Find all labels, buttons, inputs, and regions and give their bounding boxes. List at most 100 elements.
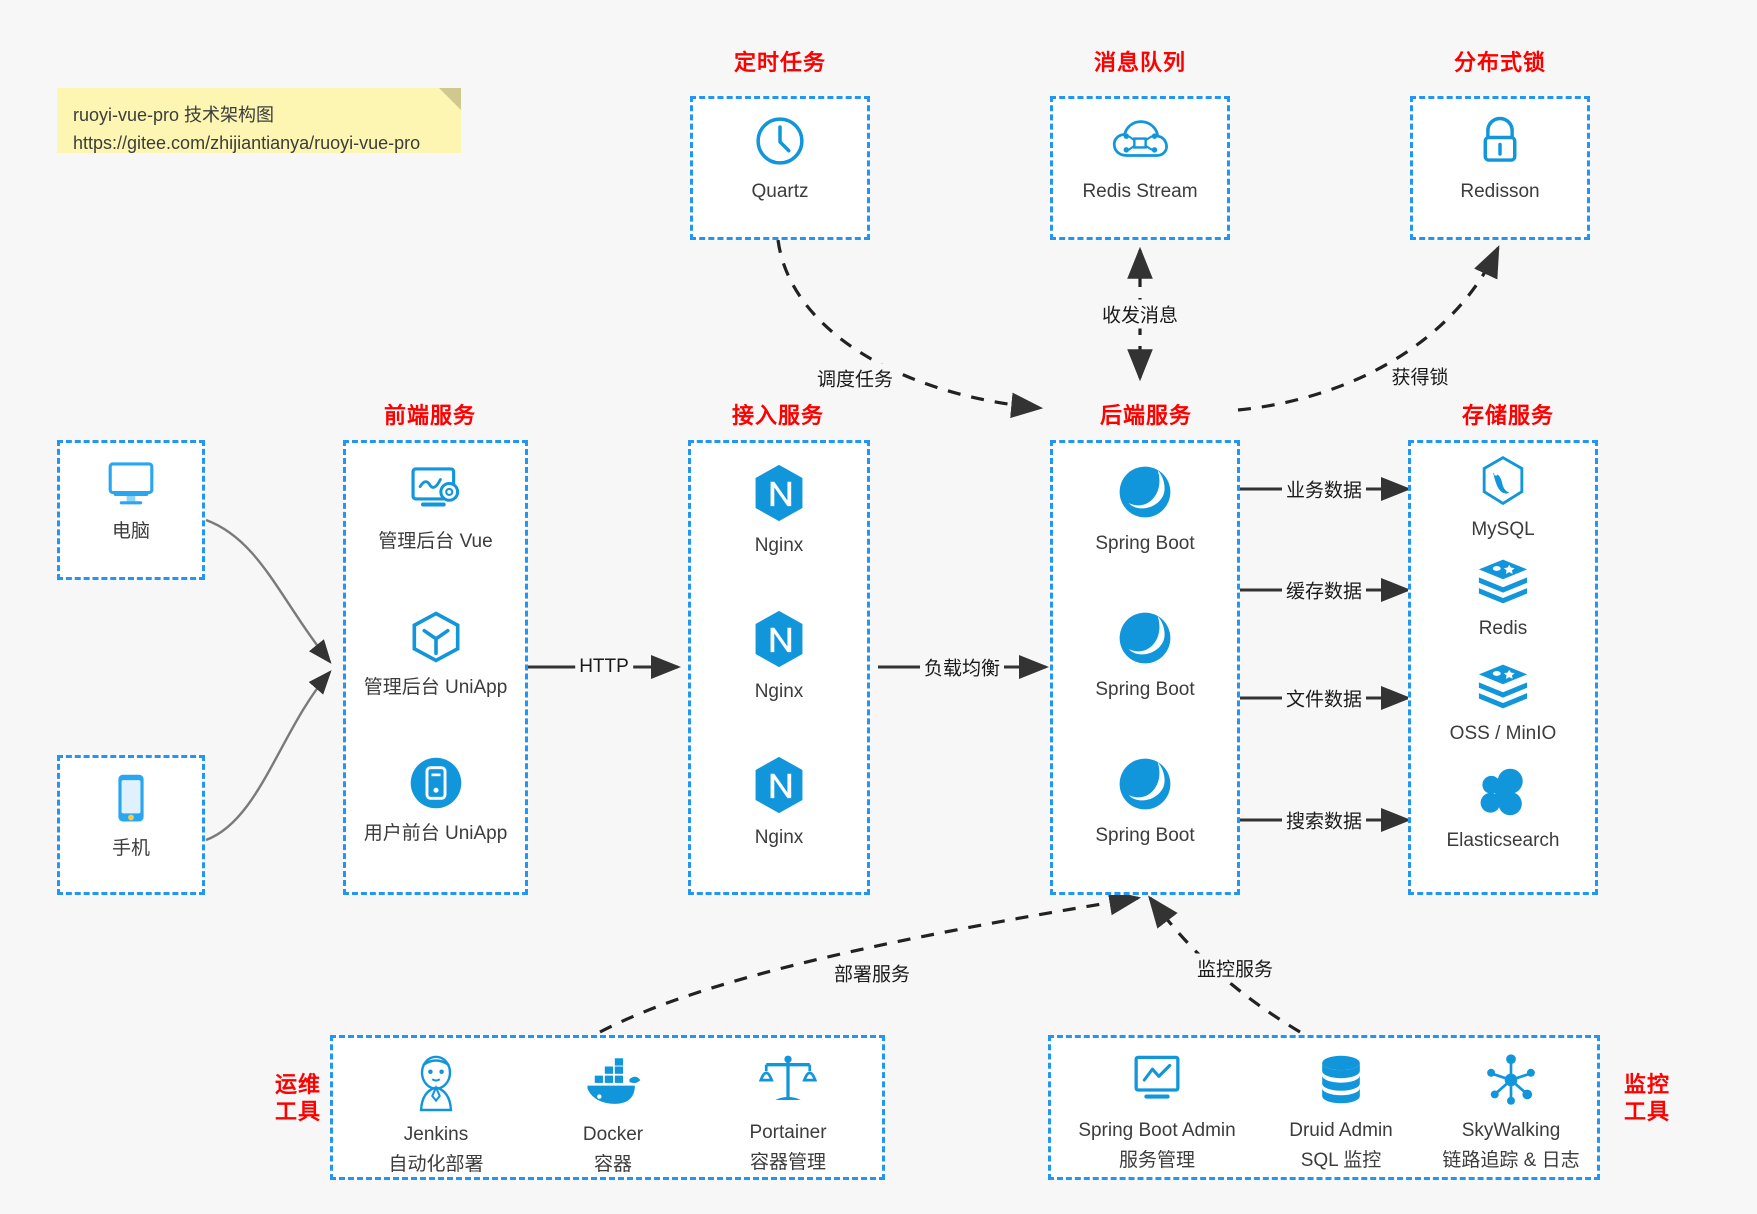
node-skywalking[interactable]: SkyWalking 链路追踪 & 日志	[1421, 1052, 1601, 1174]
spring-boot-icon	[1116, 609, 1174, 672]
spring-boot-icon	[1116, 463, 1174, 526]
node-label: Redis Stream	[1082, 181, 1198, 202]
node-label: Spring Boot Admin	[1078, 1120, 1236, 1141]
node-label: Nginx	[754, 681, 804, 702]
edge-label-monitor-service: 监控服务	[1192, 953, 1278, 983]
node-jenkins[interactable]: Jenkins 自动化部署	[351, 1052, 521, 1178]
edge-label-acquire-lock: 获得锁	[1387, 361, 1453, 391]
edge-desktop-frontend	[205, 518, 332, 664]
monitor-gear-icon	[406, 463, 466, 524]
chart-monitor-icon	[1128, 1052, 1186, 1113]
nginx-icon	[751, 463, 807, 528]
node-redis-stream[interactable]: Redis Stream	[1053, 113, 1227, 204]
redis-icon	[1475, 556, 1531, 611]
group-backend[interactable]: Spring Boot Spring Boot Spring Boot	[1050, 440, 1240, 895]
node-nginx-1[interactable]: Nginx	[691, 463, 867, 558]
node-label: Quartz	[751, 181, 809, 202]
node-springboot-1[interactable]: Spring Boot	[1053, 463, 1237, 556]
node-admin-uniapp[interactable]: 管理后台 UniApp	[346, 609, 525, 700]
edge-label-deploy-service: 部署服务	[829, 958, 915, 988]
node-quartz[interactable]: Quartz	[693, 113, 867, 204]
node-nginx-3[interactable]: Nginx	[691, 755, 867, 850]
edge-label-load-balance: 负载均衡	[919, 652, 1005, 682]
node-elasticsearch[interactable]: Elasticsearch	[1411, 766, 1595, 853]
node-redis[interactable]: Redis	[1411, 556, 1595, 641]
node-label: Spring Boot	[1095, 679, 1195, 700]
group-title-monitor-line2: 工具	[1623, 1098, 1670, 1124]
node-label: 管理后台 Vue	[378, 531, 493, 552]
node-mysql[interactable]: MySQL	[1411, 455, 1595, 542]
node-label: Redis	[1478, 618, 1528, 639]
edge-label-http: HTTP	[575, 655, 633, 679]
node-label: Redisson	[1460, 181, 1540, 202]
node-sublabel: 服务管理	[1118, 1150, 1195, 1172]
node-spring-boot-admin[interactable]: Spring Boot Admin 服务管理	[1059, 1052, 1255, 1174]
node-label: Jenkins	[403, 1124, 469, 1145]
cube-icon	[407, 609, 465, 670]
group-storage[interactable]: MySQL Redis	[1408, 440, 1598, 895]
node-desktop[interactable]: 电脑	[60, 457, 202, 544]
group-monitor[interactable]: Spring Boot Admin 服务管理 Druid Admin SQL 监…	[1048, 1035, 1600, 1180]
group-title-lock: 分布式锁	[1453, 50, 1546, 75]
node-springboot-3[interactable]: Spring Boot	[1053, 755, 1237, 848]
node-druid-admin[interactable]: Druid Admin SQL 监控	[1256, 1052, 1426, 1174]
group-gateway[interactable]: Nginx Nginx Nginx	[688, 440, 870, 895]
edge-label-message: 收发消息	[1097, 299, 1183, 329]
group-title-devops: 运维 工具	[258, 1072, 338, 1126]
group-client-desktop[interactable]: 电脑	[57, 440, 205, 580]
scales-icon	[758, 1052, 818, 1115]
node-docker[interactable]: Docker 容器	[528, 1052, 698, 1178]
node-admin-vue[interactable]: 管理后台 Vue	[346, 463, 525, 554]
group-lock[interactable]: Redisson	[1410, 96, 1590, 240]
node-label: 用户前台 UniApp	[363, 823, 508, 844]
lock-icon	[1474, 113, 1526, 174]
node-user-uniapp[interactable]: 用户前台 UniApp	[346, 755, 525, 846]
node-mobile[interactable]: 手机	[60, 772, 202, 861]
node-label: Elasticsearch	[1446, 830, 1560, 851]
desktop-icon	[103, 457, 159, 514]
node-label: MySQL	[1471, 519, 1535, 540]
group-mq[interactable]: Redis Stream	[1050, 96, 1230, 240]
node-redisson[interactable]: Redisson	[1413, 113, 1587, 204]
node-sublabel: SQL 监控	[1300, 1150, 1382, 1172]
elasticsearch-icon	[1476, 766, 1530, 823]
node-portainer[interactable]: Portainer 容器管理	[703, 1052, 873, 1176]
node-nginx-2[interactable]: Nginx	[691, 609, 867, 704]
note-line-title: ruoyi-vue-pro 技术架构图	[73, 105, 275, 125]
group-title-scheduler: 定时任务	[733, 50, 826, 75]
node-springboot-2[interactable]: Spring Boot	[1053, 609, 1237, 702]
group-title-devops-line1: 运维	[274, 1072, 321, 1097]
node-label: 电脑	[111, 521, 150, 542]
edge-label-business-data: 业务数据	[1281, 474, 1367, 504]
note-line-url: https://gitee.com/zhijiantianya/ruoyi-vu…	[73, 132, 421, 153]
node-label: Docker	[582, 1124, 644, 1145]
group-scheduler[interactable]: Quartz	[690, 96, 870, 240]
node-oss-minio[interactable]: OSS / MinIO	[1411, 661, 1595, 746]
edge-backend-lock	[1237, 245, 1500, 412]
mysql-icon	[1477, 455, 1529, 512]
node-label: Druid Admin	[1289, 1120, 1393, 1141]
node-sublabel: 链路追踪 & 日志	[1442, 1150, 1580, 1172]
node-label: Nginx	[754, 535, 804, 556]
docker-icon	[582, 1052, 644, 1117]
group-title-frontend: 前端服务	[383, 403, 476, 428]
edge-label-schedule-task: 调度任务	[812, 363, 898, 393]
cloud-stream-icon	[1111, 113, 1169, 174]
group-title-monitor: 监控 工具	[1607, 1072, 1687, 1126]
node-sublabel: 容器管理	[749, 1152, 826, 1174]
node-label: SkyWalking	[1461, 1120, 1561, 1141]
group-devops[interactable]: Jenkins 自动化部署	[330, 1035, 885, 1180]
spring-boot-icon	[1116, 755, 1174, 818]
jenkins-icon	[408, 1052, 464, 1117]
group-frontend[interactable]: 管理后台 Vue 管理后台 UniApp 用户前台 UniApp	[343, 440, 528, 895]
group-client-mobile[interactable]: 手机	[57, 755, 205, 895]
nginx-icon	[751, 609, 807, 674]
note-fold-corner	[439, 88, 461, 110]
database-icon	[1315, 1052, 1367, 1113]
edge-mobile-frontend	[205, 670, 332, 842]
node-label: 管理后台 UniApp	[363, 677, 508, 698]
clock-icon	[752, 113, 808, 174]
group-title-storage: 存储服务	[1461, 403, 1554, 428]
node-label: Spring Boot	[1095, 533, 1195, 554]
